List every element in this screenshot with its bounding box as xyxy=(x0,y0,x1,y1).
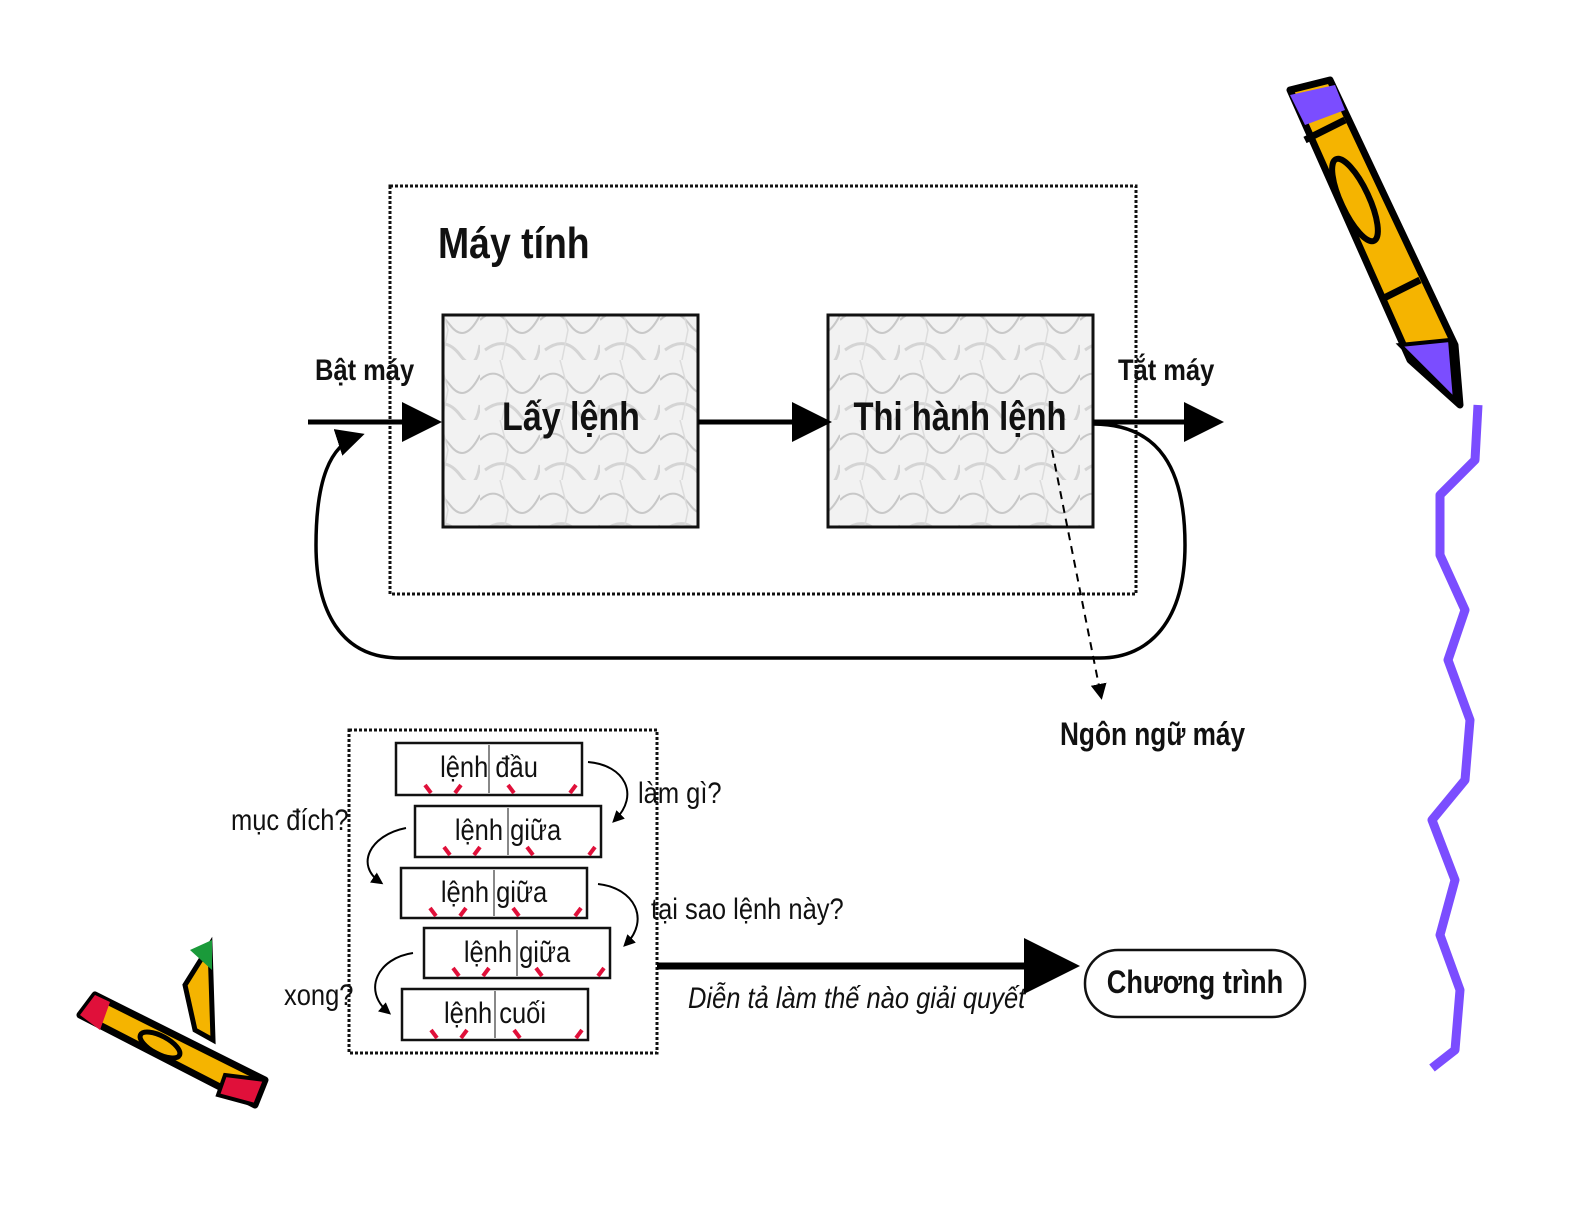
loop-arrow xyxy=(314,422,1187,660)
instruction-middle: lệnh giữa xyxy=(413,804,603,859)
machine-language-label: Ngôn ngữ máy xyxy=(1060,718,1246,753)
computer-boundary xyxy=(388,184,1138,596)
why-arrow xyxy=(597,883,639,947)
power-off-label: Tắt máy xyxy=(1118,353,1215,386)
what-arrow xyxy=(587,761,629,823)
power-on-label: Bật máy xyxy=(315,353,415,386)
pencil-icon xyxy=(1286,76,1464,409)
instruction-list: lệnh đầu lệnh giữa lệnh giữa lệnh giữa l… xyxy=(394,741,612,1042)
describe-label: Diễn tả làm thế nào giải quyết xyxy=(688,981,1026,1014)
purpose-arrow xyxy=(366,827,407,885)
done-question: xong? xyxy=(284,978,353,1011)
purpose-question: mục đích? xyxy=(231,803,349,836)
zigzag-decoration xyxy=(1427,404,1483,1072)
instruction-middle: lệnh giữa xyxy=(399,866,589,920)
what-question: làm gì? xyxy=(638,776,722,809)
program-result-box xyxy=(1083,948,1307,1019)
program-boundary xyxy=(347,728,659,1055)
instruction-label: lệnh giữa xyxy=(455,813,562,846)
pencils-icon xyxy=(76,936,269,1109)
instruction-label: lệnh giữa xyxy=(441,875,548,908)
instruction-label: lệnh đầu xyxy=(440,750,538,783)
execute-box xyxy=(826,313,1095,529)
done-arrow xyxy=(374,952,414,1015)
instruction-label: lệnh cuối xyxy=(444,996,546,1029)
instruction-label: lệnh giữa xyxy=(464,935,571,968)
fetch-label: Lấy lệnh xyxy=(502,393,640,438)
instruction-last: lệnh cuối xyxy=(400,987,590,1042)
execute-label: Thi hành lệnh xyxy=(853,394,1066,439)
instruction-first: lệnh đầu xyxy=(394,741,584,797)
computer-title: Máy tính xyxy=(438,218,590,268)
program-result-label: Chương trình xyxy=(1107,965,1283,1001)
instruction-middle: lệnh giữa xyxy=(422,926,612,980)
fetch-box xyxy=(441,313,700,529)
why-question: tại sao lệnh này? xyxy=(651,892,844,925)
